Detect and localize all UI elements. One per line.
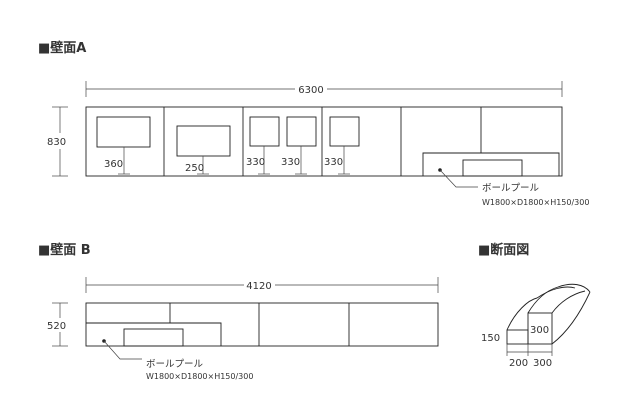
wall-b-width-dimension: 4120 bbox=[85, 277, 439, 293]
wall-a-panel-label: 330 bbox=[246, 157, 265, 168]
wall-b-outline bbox=[85, 302, 439, 347]
wall-a-panel-3: 330 bbox=[246, 116, 280, 175]
wall-a-panel-label: 330 bbox=[281, 157, 300, 168]
wall-a-heading: ■壁面A bbox=[38, 40, 86, 56]
wall-b-ball-pool bbox=[86, 303, 222, 347]
wall-a-panel-5: 330 bbox=[324, 116, 360, 175]
wall-a-height-label: 830 bbox=[47, 137, 66, 148]
section-dim-150: 150 bbox=[481, 333, 500, 344]
wall-b-height-label: 520 bbox=[47, 321, 66, 332]
wall-a-height-dimension: 830 bbox=[47, 106, 68, 177]
section-dim-300-height: 300 bbox=[530, 325, 549, 336]
wall-a-panel-1: 360 bbox=[96, 116, 151, 175]
wall-a-panel-label: 330 bbox=[324, 157, 343, 168]
wall-a-width-dimension: 6300 bbox=[85, 81, 563, 97]
wall-a-pool-label: ボールプール bbox=[482, 183, 540, 194]
section-dim-200: 200 bbox=[509, 358, 528, 369]
wall-b-heading: ■壁面 B bbox=[38, 242, 91, 258]
wall-a-ball-pool bbox=[422, 107, 560, 177]
wall-a-panel-label: 250 bbox=[185, 163, 204, 174]
wall-b-height-dimension: 520 bbox=[47, 302, 68, 347]
wall-a-pool-size: W1800×D1800×H150/300 bbox=[482, 198, 589, 207]
wall-b-pool-label: ボールプール bbox=[146, 359, 204, 370]
wall-b-pool-leader: ボールプール W1800×D1800×H150/300 bbox=[102, 339, 253, 381]
wall-a-panel-4: 330 bbox=[281, 116, 317, 175]
section-dim-300-width: 300 bbox=[533, 358, 552, 369]
wall-b-width-label: 4120 bbox=[246, 281, 271, 292]
section-heading: ■断面図 bbox=[478, 242, 529, 258]
wall-a-outline bbox=[85, 106, 563, 177]
wall-a-panel-2: 250 bbox=[176, 125, 231, 175]
wall-b-pool-size: W1800×D1800×H150/300 bbox=[146, 372, 253, 381]
wall-a-panel-label: 360 bbox=[104, 159, 123, 170]
section-drawing: 150 300 200 300 bbox=[481, 283, 591, 369]
wall-a-pool-leader: ボールプール W1800×D1800×H150/300 bbox=[438, 168, 589, 207]
wall-a-width-label: 6300 bbox=[298, 85, 323, 96]
